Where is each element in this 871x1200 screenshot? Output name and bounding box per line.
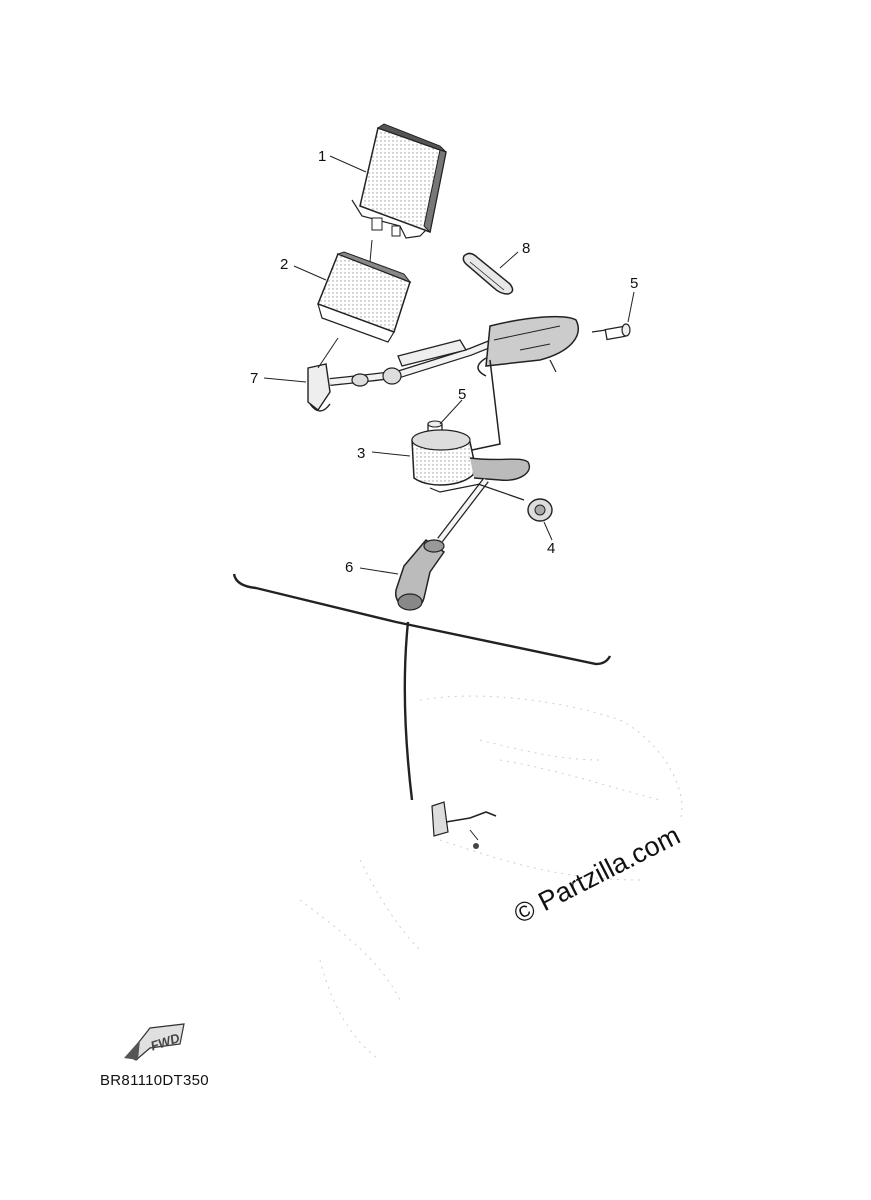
wire-harness — [329, 315, 621, 451]
callout-7: 7 — [250, 370, 258, 387]
part-8-band[interactable] — [462, 252, 514, 295]
spark-plug-lead — [437, 477, 525, 543]
location-part — [431, 801, 497, 849]
diagram-code: BR81110DT350 — [100, 1072, 209, 1089]
callout-8: 8 — [522, 240, 530, 257]
watermark: © Partzilla.com — [509, 820, 685, 929]
part-1-cdi-unit[interactable] — [351, 123, 447, 239]
part-3-ignition-coil[interactable] — [411, 429, 531, 493]
callout-3: 3 — [357, 445, 365, 462]
part-4-nut[interactable] — [527, 498, 553, 522]
ghost-frame — [299, 695, 683, 1061]
leader-lines — [263, 155, 635, 575]
callout-2: 2 — [280, 256, 288, 273]
callout-5-upper: 5 — [630, 275, 638, 292]
callout-1: 1 — [318, 148, 326, 165]
fwd-arrow-icon: FWD — [124, 1023, 185, 1061]
part-6-plug-cap[interactable] — [394, 539, 446, 611]
callout-4: 4 — [547, 540, 555, 557]
part-7-connector[interactable] — [307, 363, 331, 412]
part-5-bolt-upper[interactable] — [604, 323, 631, 341]
callout-6: 6 — [345, 559, 353, 576]
callout-5-lower: 5 — [458, 386, 466, 403]
location-bracket — [232, 573, 612, 801]
part-2-cover[interactable] — [317, 251, 412, 343]
